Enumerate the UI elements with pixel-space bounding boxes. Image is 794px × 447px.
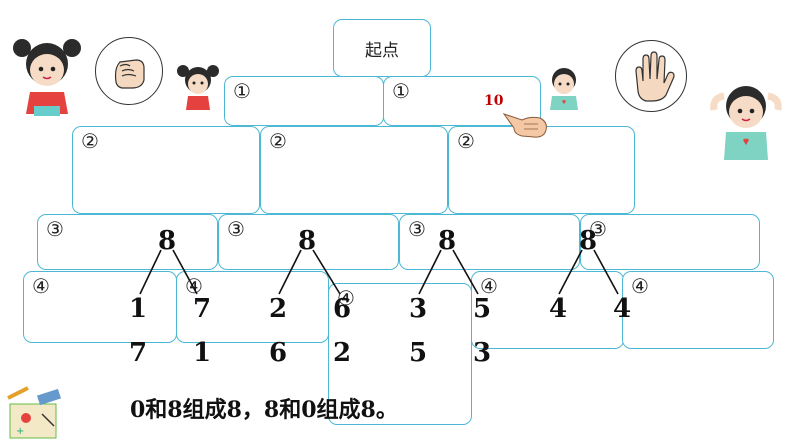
split-part: 2 <box>269 294 288 324</box>
split-part: 7 <box>129 338 148 368</box>
level3-marker: ③ <box>46 217 64 241</box>
split-part: 3 <box>409 294 428 324</box>
split-part: 1 <box>129 294 148 324</box>
split-line <box>593 249 619 295</box>
split-line <box>312 249 341 295</box>
split-line <box>278 249 302 295</box>
level2-marker: ② <box>81 129 99 153</box>
level4-box-5: ④ <box>622 271 774 349</box>
split-total: 8 <box>579 226 598 256</box>
split-part: 7 <box>193 294 212 324</box>
split-total: 8 <box>298 226 317 256</box>
summary-sentence: 0和8组成8，8和0组成8。 <box>130 397 398 423</box>
split-part: 4 <box>549 294 568 324</box>
girl-character-icon <box>13 39 81 116</box>
split-total: 8 <box>158 226 177 256</box>
svg-text:+: + <box>16 426 24 437</box>
boy-character-icon <box>710 86 782 160</box>
split-part: 5 <box>409 338 428 368</box>
level4-box-1: ④ <box>23 271 177 343</box>
level4-box-3: ④ <box>328 283 472 425</box>
fist-icon-circle <box>95 37 163 105</box>
split-part: 4 <box>613 294 632 324</box>
level4-box-4: ④ <box>471 271 624 349</box>
split-part: 6 <box>333 294 352 324</box>
small-girl-icon <box>177 65 219 110</box>
level2-marker: ② <box>269 129 287 153</box>
split-part: 2 <box>333 338 352 368</box>
level3-box-2: ③ <box>218 214 399 270</box>
split-line <box>452 249 479 295</box>
level2-box-1: ② <box>72 126 260 214</box>
level2-box-2: ② <box>260 126 448 214</box>
level4-marker: ④ <box>631 274 649 298</box>
level3-marker: ③ <box>227 217 245 241</box>
open-hand-icon-circle <box>615 40 687 112</box>
split-part: 3 <box>473 338 492 368</box>
counter-number: 10 <box>484 93 504 109</box>
level2-box-3: ② <box>448 126 635 214</box>
open-hand-icon <box>635 51 675 102</box>
split-line <box>139 249 162 295</box>
split-line <box>172 249 198 295</box>
split-part: 5 <box>473 294 492 324</box>
split-line <box>418 249 442 295</box>
level3-box-3: ③ <box>399 214 580 270</box>
level2-marker: ② <box>457 129 475 153</box>
split-total: 8 <box>438 226 457 256</box>
level3-marker: ③ <box>589 217 607 241</box>
split-part: 6 <box>269 338 288 368</box>
split-line <box>558 249 583 295</box>
level4-marker: ④ <box>480 274 498 298</box>
start-label: 起点 <box>365 40 399 61</box>
level1-marker: ① <box>233 79 251 103</box>
level4-marker: ④ <box>337 286 355 310</box>
stationery-icon: + <box>7 386 62 439</box>
fist-icon <box>114 59 145 89</box>
small-boy-icon <box>550 68 578 110</box>
level1-marker: ① <box>392 79 410 103</box>
start-box: 起点 <box>333 19 431 77</box>
level4-box-2: ④ <box>176 271 329 343</box>
pointing-hand-icon <box>502 113 547 138</box>
level4-marker: ④ <box>32 274 50 298</box>
level3-box-4: ③ <box>580 214 760 270</box>
level1-box-left: ① <box>224 76 384 126</box>
split-part: 1 <box>193 338 212 368</box>
level3-box-1: ③ <box>37 214 218 270</box>
level3-marker: ③ <box>408 217 426 241</box>
